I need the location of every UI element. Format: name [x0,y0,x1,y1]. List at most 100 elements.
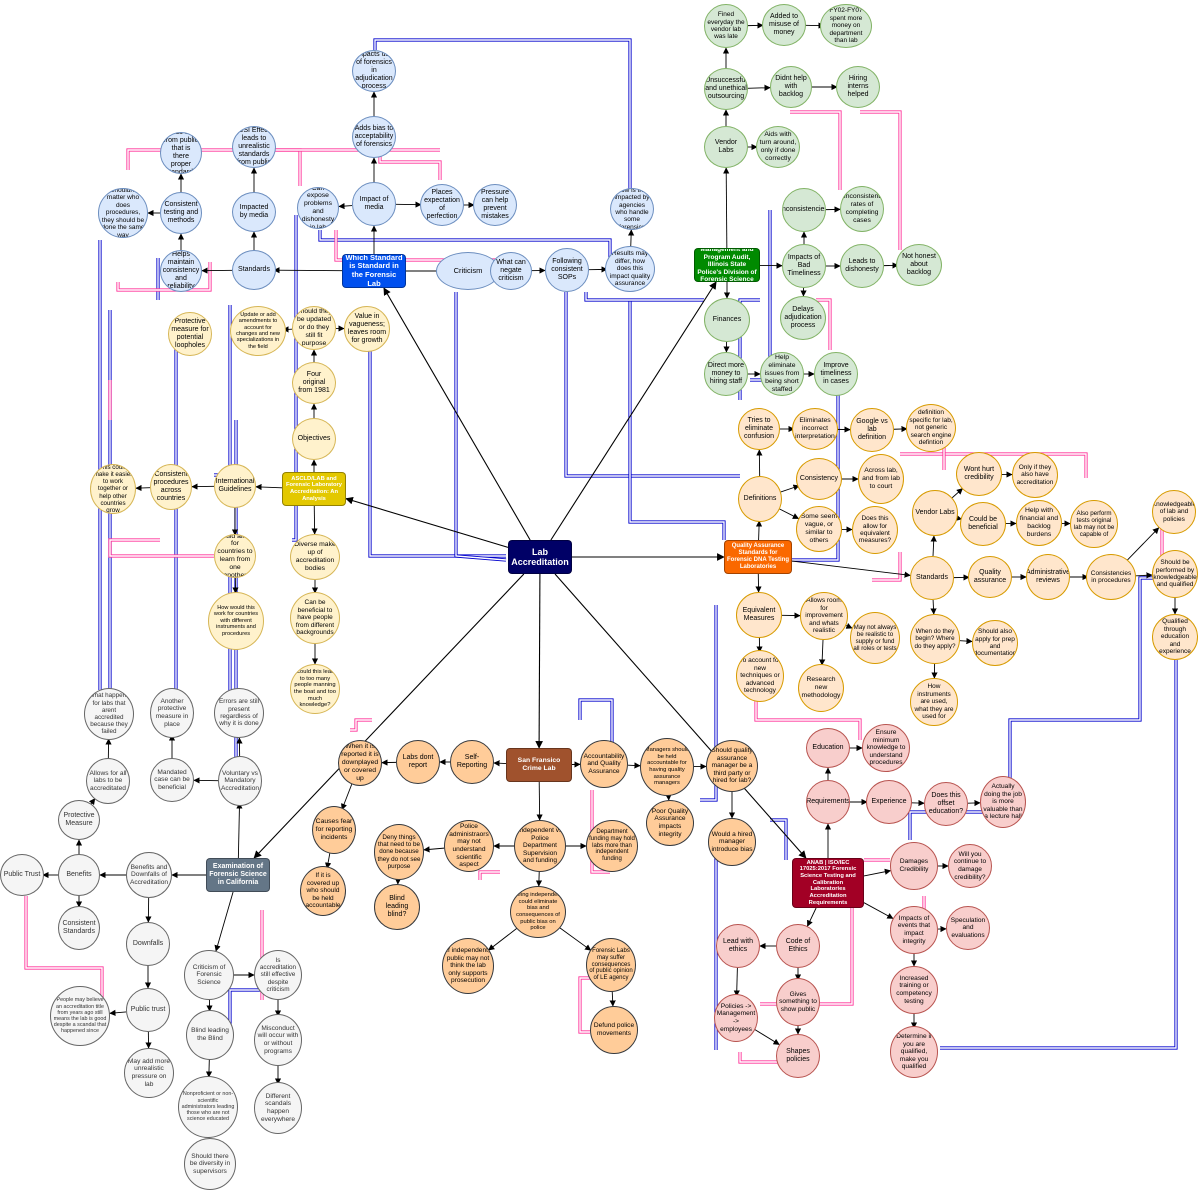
node-benefits-downfalls[interactable]: Benefits and Downfalls of Accreditation [126,852,172,898]
node-impacted-by-media[interactable]: Impacted by media [232,192,276,232]
node-qualified-through[interactable]: Qualified through education and experien… [1152,614,1198,660]
node-shouldnt-matter[interactable]: Shouldnt matter who does procedures, the… [98,188,148,238]
node-does-allow[interactable]: Does this allow for equivalent measures? [852,506,898,554]
node-could-make-easier[interactable]: This could make it easier to work togeth… [90,464,136,514]
node-knowledgeable[interactable]: Knowledgeable of lab and policies [1152,490,1196,534]
node-being-independent[interactable]: Being independent could eliminate bias a… [510,886,566,938]
node-consistent-procedures[interactable]: Consistent procedures across countries [150,464,192,510]
node-allows-all-labs[interactable]: Allows for all labs to be accreditated [86,758,130,804]
node-is-accreditation[interactable]: Is accreditation still effective despite… [254,950,302,1000]
node-actually-doing[interactable]: Actually doing the job is more valuable … [980,776,1026,828]
node-could-allow[interactable]: Could allow for countries to learn from … [214,534,256,578]
node-sfcl[interactable]: San Fransico Crime Lab [506,748,572,782]
node-blind-leading-gray[interactable]: Blind leading the Blind [186,1010,234,1060]
node-standards-blue[interactable]: Standards [232,250,276,290]
node-people-believe[interactable]: People may believe an accreditation titl… [50,986,110,1046]
node-vendor-labs-peach[interactable]: Vendor Labs [912,490,958,536]
node-management-audit[interactable]: Management and Program Audit, Illinois S… [694,248,760,282]
node-causes-fear[interactable]: Causes fear for reporting incidents [312,806,356,854]
node-could-be-beneficial[interactable]: Could be beneficial [960,502,1006,546]
node-following-sops[interactable]: Following consistent SOPs [545,248,589,292]
node-protective-measure[interactable]: Protective Measure [58,800,100,840]
node-defund-police[interactable]: Defund police movements [590,1006,638,1054]
node-if-independent[interactable]: If independent, public may not think the… [442,938,494,994]
node-four-original[interactable]: Four original from 1981 [292,362,336,404]
node-damages-credibility[interactable]: Damages Credibility [890,842,938,890]
node-research-new[interactable]: Research new methodology [798,664,844,712]
node-should-performed[interactable]: Should be performed by knowledgeable and… [1152,550,1198,598]
node-didnt-help[interactable]: Didnt help with backlog [770,66,812,108]
node-standards-peach[interactable]: Standards [910,556,954,600]
node-also-perform[interactable]: Also perform tests original lab may not … [1070,500,1118,548]
node-not-honest[interactable]: Not honest about backlog [896,244,942,286]
node-impacts-events[interactable]: Impacts of events that impact integrity [890,906,938,954]
node-public-trust-2[interactable]: Public trust [126,988,170,1032]
node-value-vagueness[interactable]: Value in vagueness; leaves room for grow… [344,306,390,352]
node-forensic-labs-suffer[interactable]: Forensic Labs may suffer consequences of… [586,938,636,992]
node-what-can-negate[interactable]: What can negate criticism [490,252,532,290]
node-if-covered[interactable]: If it is covered up who should be held a… [300,866,346,916]
node-how-would-work[interactable]: How would this work for countries with d… [208,592,264,650]
node-different-scandals[interactable]: Different scandals happen everywhere [254,1082,302,1134]
node-should-qa-manager[interactable]: Should quality assurance manager be a th… [706,740,758,792]
node-should-updated[interactable]: Should they be updated or do they still … [292,306,336,350]
node-independent-vs[interactable]: Independent vs Police Department Supervi… [514,820,566,872]
node-inconsistencies[interactable]: Inconsistencies [782,188,826,232]
node-downfalls[interactable]: Downfalls [126,922,170,966]
node-experience[interactable]: Experience [866,780,912,824]
node-lead-ethics[interactable]: Lead with ethics [716,924,760,968]
node-public-trust-left[interactable]: Public Trust [0,854,44,896]
node-can-be-beneficial[interactable]: Can be beneficial to have people from di… [290,592,340,644]
node-aids-turn[interactable]: Aids with turn around, only if done corr… [756,126,800,168]
node-quality-assurance[interactable]: Quality Assurance Standards for Forensic… [724,540,792,574]
node-delays[interactable]: Delays adjudication process [780,296,826,340]
node-help-eliminate[interactable]: Help eliminate issues from being short s… [760,352,804,396]
node-across-lab[interactable]: Across lab, and from lab to court [858,454,904,504]
node-will-you-continue[interactable]: Will you continue to damage credibility? [948,844,992,888]
node-consistent-standards[interactable]: Consistent Standards [58,906,100,950]
node-admin-reviews[interactable]: Administrative reviews [1026,554,1070,600]
node-dept-funding[interactable]: Department funding may hold labs more th… [586,820,638,872]
node-what-happens[interactable]: What happens for labs that arent accredi… [84,688,134,740]
node-tries-eliminate[interactable]: Tries to eliminate confusion [738,408,780,450]
node-labs-dont-report[interactable]: Labs dont report [396,740,440,784]
node-quality-assurance-node[interactable]: Quality assurance [968,556,1012,598]
node-misconduct[interactable]: Misconduct will occur with or without pr… [254,1014,302,1066]
node-ensure-minimum[interactable]: Ensure minimum knowledge to understand p… [862,724,910,772]
node-anab[interactable]: ANAB | ISO/IEC 17025:2017 Forensic Scien… [792,858,864,908]
node-when-begin[interactable]: When do they begin? Where do they apply? [910,614,960,664]
node-csi-effect[interactable]: CSI Effect leads to unrealistic standard… [232,126,276,168]
node-hiring-interns[interactable]: Hiring interns helped [836,66,880,108]
node-may-add-pressure[interactable]: May add more unrealistic pressure on lab [124,1048,174,1098]
node-update-amendments[interactable]: Update or add amendments to account for … [230,306,286,356]
node-leads-dishonesty[interactable]: Leads to dishonesty [840,244,884,288]
node-added-misuse[interactable]: Added to misuse of money [762,4,806,46]
node-diverse-makeup[interactable]: Diverse make up of accreditation bodies [290,534,340,580]
node-benefits[interactable]: Benefits [58,854,100,896]
node-gives-something[interactable]: Gives something to show public [776,978,820,1026]
node-direct-money[interactable]: Direct more money to hiring staff [704,352,748,396]
node-when-reported[interactable]: When it is reported it is downplayed or … [338,740,382,786]
node-diversity-supervisors[interactable]: Should there be diversity in supervisors [184,1138,236,1190]
node-policies-mgmt[interactable]: Policies -> Management -> employees [714,994,758,1042]
node-may-not-always[interactable]: May not always be realistic to supply or… [850,612,900,664]
node-only-if[interactable]: Only if they also have accreditation [1012,452,1058,498]
node-vendor-labs-green[interactable]: Vendor Labs [704,126,748,168]
node-aslcd[interactable]: ASCLD/LAB and Forensic Laboratory Accred… [282,472,346,506]
node-definition-specific[interactable]: definition specific for lab, not generic… [906,404,956,452]
node-lab-accreditation[interactable]: Lab Accreditation [508,540,572,574]
node-to-account[interactable]: To account for new techniques or advance… [736,650,784,702]
node-impact-of-media[interactable]: Impact of media [352,182,396,226]
node-education[interactable]: Education [806,728,850,768]
node-wont-hurt[interactable]: Wont hurt credibility [956,452,1002,496]
node-finances[interactable]: Finances [704,298,750,342]
node-which-standard[interactable]: Which Standard is Standard in the Forens… [342,254,406,288]
node-shapes-policies[interactable]: Shapes policies [776,1034,820,1078]
node-adds-bias[interactable]: Adds bias to acceptability of forensics [352,116,396,158]
node-should-also-apply[interactable]: Should also apply for prep and documenta… [972,620,1018,666]
node-criticism[interactable]: Criticism [436,252,500,290]
node-objectives[interactable]: Objectives [292,418,336,460]
node-help-financial[interactable]: Help with financial and backlog burdens [1016,500,1062,546]
node-deny-things[interactable]: Deny things that need to be done because… [374,824,424,880]
node-does-offset[interactable]: Does this offset education? [924,782,968,826]
